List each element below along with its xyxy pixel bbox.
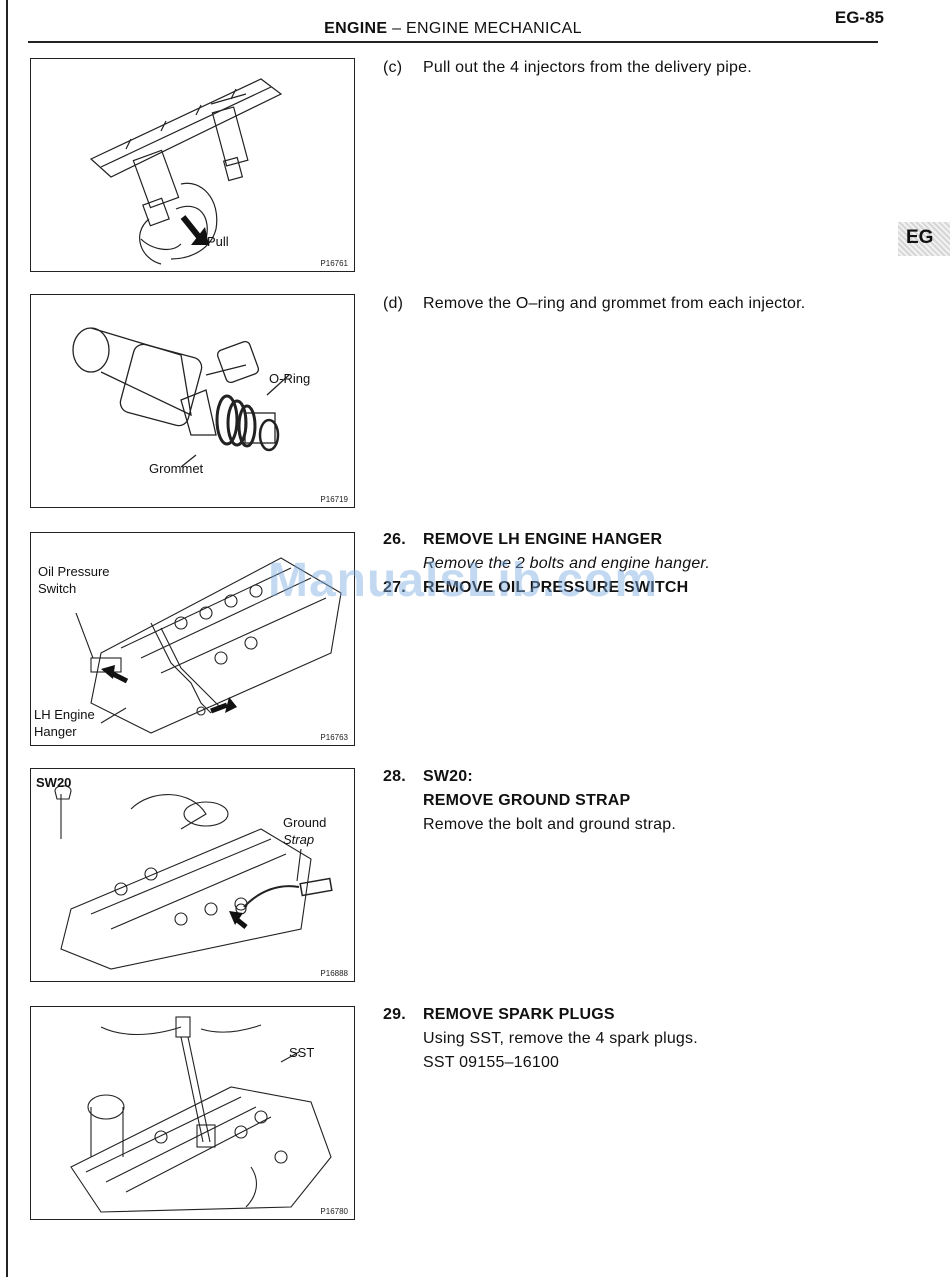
figure-o-ring-grommet: O-Ring Grommet P16719: [30, 294, 355, 508]
step-text: Remove the bolt and ground strap.: [423, 816, 676, 833]
step-text: Remove the O–ring and grommet from each …: [423, 295, 806, 312]
step-number: 29.: [383, 1006, 406, 1023]
bolt-arrow-icon: [229, 911, 248, 929]
section-title: ENGINE – ENGINE MECHANICAL: [28, 20, 878, 38]
label-grommet: Grommet: [149, 461, 204, 476]
section-tab-label: EG: [906, 227, 934, 248]
step-title: REMOVE GROUND STRAP: [423, 792, 631, 809]
sst-number: SST 09155–16100: [423, 1054, 560, 1071]
left-margin-rule: [6, 0, 8, 1277]
step-number: 27.: [383, 579, 406, 596]
step-29: 29. REMOVE SPARK PLUGS Using SST, remove …: [383, 1003, 903, 1075]
step-number: 28.: [383, 768, 406, 785]
step-text: Using SST, remove the 4 spark plugs.: [423, 1030, 698, 1047]
pull-arrow-icon: [180, 215, 209, 245]
step-title: REMOVE LH ENGINE HANGER: [423, 531, 663, 548]
step-c: (c) Pull out the 4 injectors from the del…: [383, 56, 903, 80]
step-title: REMOVE SPARK PLUGS: [423, 1006, 615, 1023]
watermark: ManualsLib.com: [268, 554, 659, 607]
label-o-ring: O-Ring: [269, 371, 311, 386]
ground-strap-illustration: [54, 785, 333, 970]
section-tab: EG: [898, 222, 950, 256]
step-number: (c): [383, 59, 403, 76]
figure-pull-injector: Pull P16761: [30, 58, 355, 272]
engine-hanger-illustration: [75, 557, 342, 734]
bolt-arrow-icon: [101, 665, 237, 714]
section-title-bold: ENGINE: [324, 20, 388, 37]
section-title-rest: – ENGINE MECHANICAL: [387, 20, 582, 37]
figure-lh-engine-hanger: Oil Pressure Switch LH Engine Hanger P16…: [30, 532, 355, 746]
label-ground: Ground: [283, 815, 327, 830]
figure-code: P16888: [320, 969, 348, 978]
step-text: Pull out the 4 injectors from the delive…: [423, 59, 752, 76]
step-number: (d): [383, 295, 404, 312]
label-hanger: Hanger: [34, 724, 77, 739]
step-text: Remove the 2 bolts and engine hanger.: [423, 555, 711, 572]
step-26: 26. REMOVE LH ENGINE HANGER Remove the 2 …: [383, 528, 903, 600]
step-title: SW20:: [423, 768, 473, 785]
injector-o-ring-illustration: [72, 327, 290, 468]
figure-code: P16780: [320, 1207, 348, 1216]
page-number: EG-85: [834, 8, 884, 27]
spark-plug-tool-illustration: [70, 1016, 332, 1213]
figure-spark-plugs: SST P16780: [30, 1006, 355, 1220]
label-oil-pressure: Oil Pressure: [38, 564, 110, 579]
figure-ground-strap: SW20 Ground Strap P16888: [30, 768, 355, 982]
step-d: (d) Remove the O–ring and grommet from ea…: [383, 292, 943, 316]
label-lh-engine: LH Engine: [34, 707, 95, 722]
page-header: ENGINE – ENGINE MECHANICAL EG-85: [28, 8, 884, 40]
figure-code: P16761: [320, 259, 348, 268]
label-pull: Pull: [207, 234, 229, 249]
label-strap: Strap: [283, 832, 315, 847]
label-sst: SST: [289, 1045, 315, 1060]
figure-code: P16763: [320, 733, 348, 742]
injector-pull-illustration: [89, 78, 283, 265]
figure-code: P16719: [320, 495, 348, 504]
label-switch: Switch: [38, 581, 77, 596]
header-rule: [28, 41, 878, 43]
step-title: REMOVE OIL PRESSURE SWITCH: [423, 579, 689, 596]
step-28: 28. SW20: REMOVE GROUND STRAP Remove the …: [383, 765, 903, 837]
label-sw20: SW20: [36, 775, 72, 790]
step-number: 26.: [383, 531, 406, 548]
